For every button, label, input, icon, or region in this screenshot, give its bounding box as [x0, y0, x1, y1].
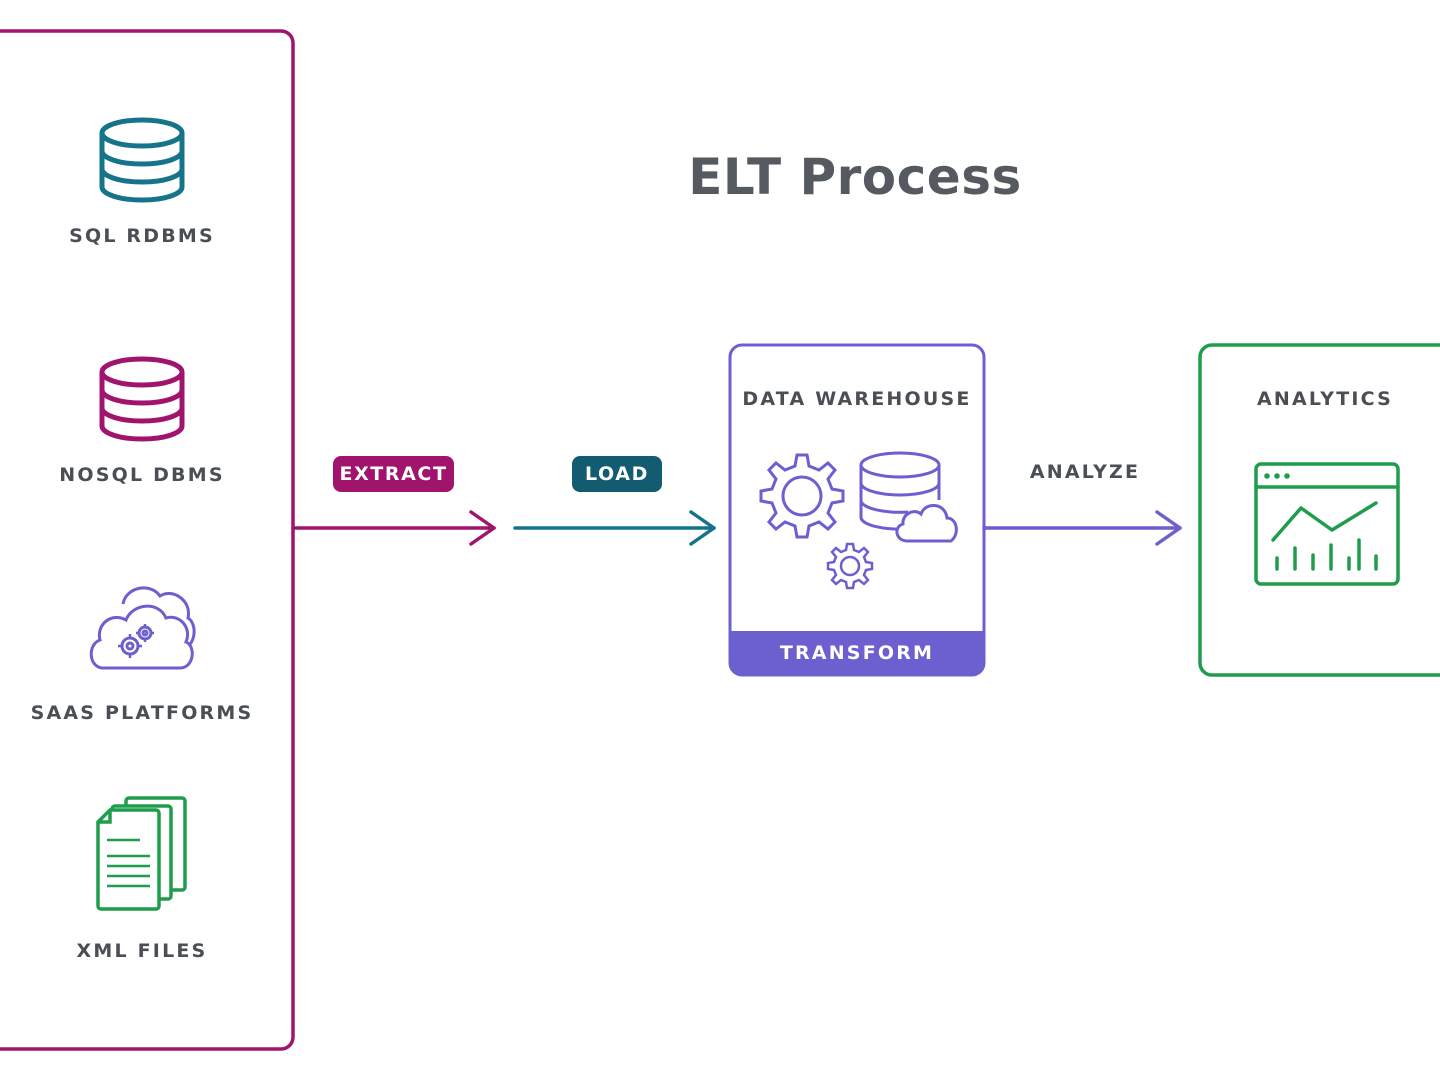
analyze-label: ANALYZE: [1029, 461, 1141, 483]
window-dots-icon: [1264, 473, 1290, 479]
warehouse-title: DATA WAREHOUSE: [742, 388, 972, 410]
load-arrow: [513, 510, 716, 546]
gear-icon: [759, 453, 845, 539]
extract-badge: EXTRACT: [333, 456, 454, 492]
sql-database-icon: [99, 117, 185, 203]
source-label-nosql: NOSQL DBMS: [59, 464, 225, 486]
small-gear-icon: [826, 542, 874, 590]
load-badge: LOAD: [572, 456, 662, 492]
extract-arrow: [291, 510, 496, 546]
analytics-title: ANALYTICS: [1256, 388, 1394, 410]
sources-panel: [0, 29, 295, 1051]
diagram-title: ELT Process: [688, 148, 1022, 206]
analyze-arrow: [982, 510, 1182, 546]
source-label-saas: SAAS PLATFORMS: [30, 702, 254, 724]
nosql-database-icon: [99, 356, 185, 442]
source-label-xml: XML FILES: [76, 940, 208, 962]
warehouse-box: [728, 343, 986, 677]
dashboard-chart-icon: [1254, 462, 1400, 586]
cloud-icon: [895, 504, 958, 543]
documents-icon: [96, 796, 187, 911]
transform-label: TRANSFORM: [779, 642, 935, 664]
analytics-box: [1198, 343, 1440, 677]
cloud-gears-icon: [89, 586, 196, 670]
source-label-sql: SQL RDBMS: [69, 225, 215, 247]
